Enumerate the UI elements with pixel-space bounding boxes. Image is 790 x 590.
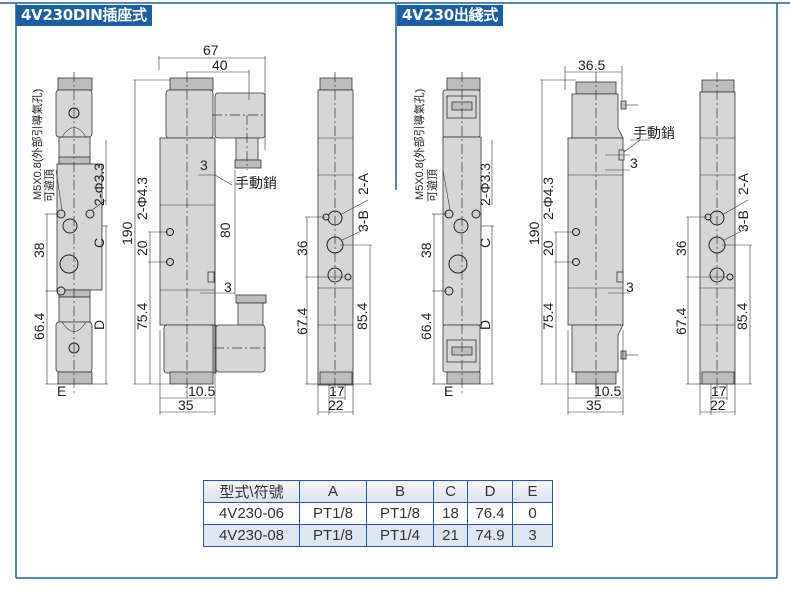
port-thread-label-2: M5X0.8(外部引導氣孔) [412,89,426,200]
table-cell: 3 [512,524,553,547]
dim-38: 38 [31,242,47,258]
port-B-label: 3-B [355,210,371,232]
dim-3-bottom-2: 3 [626,279,634,295]
port-A-label: 2-A [355,173,371,195]
din-front-view [45,72,108,395]
wire-front-view [432,72,494,395]
dim-35-2: 35 [586,397,602,413]
dim-35: 35 [178,397,194,413]
dim-E: E [57,383,66,399]
dim-67-4: 67.4 [294,308,310,335]
dim-85-4: 85.4 [354,303,370,330]
port-B-label-2: 3-B [735,210,751,232]
dim-66-4: 66.4 [31,313,47,340]
dim-20: 20 [134,240,150,256]
avoid-top-label: 可避頂 [42,169,56,202]
dim-67: 67 [203,42,219,58]
manual-pin-label: 手動銷 [235,175,277,191]
table-row: 4V230-06 PT1/8 PT1/8 18 76.4 0 [203,502,553,525]
dim-190: 190 [119,221,135,245]
dim-E-2: E [444,383,453,399]
header-cell: 型式\符號 [203,480,300,503]
frame [0,2,790,579]
small-hole-label-2: 2-Φ3.3 [477,163,493,206]
dim-3-top-2: 3 [630,155,638,171]
avoid-top-label-2: 可避頂 [425,169,439,202]
table-cell: 74.9 [467,524,513,547]
dim-67-4-2: 67.4 [673,308,689,335]
dim-17: 17 [329,383,345,399]
dim-66-4-2: 66.4 [418,313,434,340]
wire-side-view [540,66,650,415]
header-cell: B [366,480,434,503]
dim-85-4-2: 85.4 [734,303,750,330]
dim-190-2: 190 [526,221,542,245]
table-cell: 4V230-08 [203,524,300,547]
dim-38-2: 38 [418,242,434,258]
header-cell: D [467,480,513,503]
header-cell: C [433,480,468,503]
dim-D: D [91,320,107,330]
dim-40: 40 [212,57,228,73]
din-end-view [305,72,372,415]
large-hole-label-2: 2-Φ4.3 [540,177,556,220]
table-cell: PT1/8 [299,524,367,547]
table-cell: 21 [433,524,468,547]
dim-10-5-2: 10.5 [594,383,621,399]
dim-C: C [91,238,107,248]
header-cell: A [299,480,367,503]
table-cell: 76.4 [467,502,513,525]
wire-end-view [686,72,752,415]
dim-3-top: 3 [200,157,208,173]
dim-3-bottom: 3 [224,279,232,295]
table-row: 4V230-08 PT1/8 PT1/4 21 74.9 3 [203,524,553,547]
header-cell: E [512,480,553,503]
table-cell: PT1/8 [299,502,367,525]
port-thread-label: M5X0.8(外部引導氣孔) [30,89,44,200]
dim-36: 36 [294,240,310,256]
din-side-view [133,56,267,415]
large-hole-label: 2-Φ4.3 [134,177,150,220]
dim-C-2: C [477,238,493,248]
dim-75-4-2: 75.4 [540,303,556,330]
table-cell: 0 [512,502,553,525]
table-header-row: 型式\符號 A B C D E [203,480,553,503]
spec-table: 型式\符號 A B C D E 4V230-06 PT1/8 PT1/8 18 … [203,480,553,547]
dim-36-5: 36.5 [578,57,605,73]
panel-title-din: 4V230DIN插座式 [16,5,152,26]
manual-pin-label-2: 手動銷 [633,125,675,141]
dim-17-2: 17 [711,383,727,399]
dim-20-2: 20 [540,240,556,256]
table-cell: 4V230-06 [203,502,300,525]
dim-10-5: 10.5 [188,383,215,399]
port-A-label-2: 2-A [735,173,751,195]
dim-36-2: 36 [673,240,689,256]
dim-80: 80 [217,222,233,238]
table-cell: 18 [433,502,468,525]
small-hole-label: 2-Φ3.3 [91,163,107,206]
dim-75-4: 75.4 [134,303,150,330]
dim-22: 22 [328,397,344,413]
dim-D-2: D [477,320,493,330]
panel-title-wire: 4V230出綫式 [397,5,503,26]
table-cell: PT1/4 [366,524,434,547]
table-cell: PT1/8 [366,502,434,525]
dim-22-2: 22 [710,397,726,413]
